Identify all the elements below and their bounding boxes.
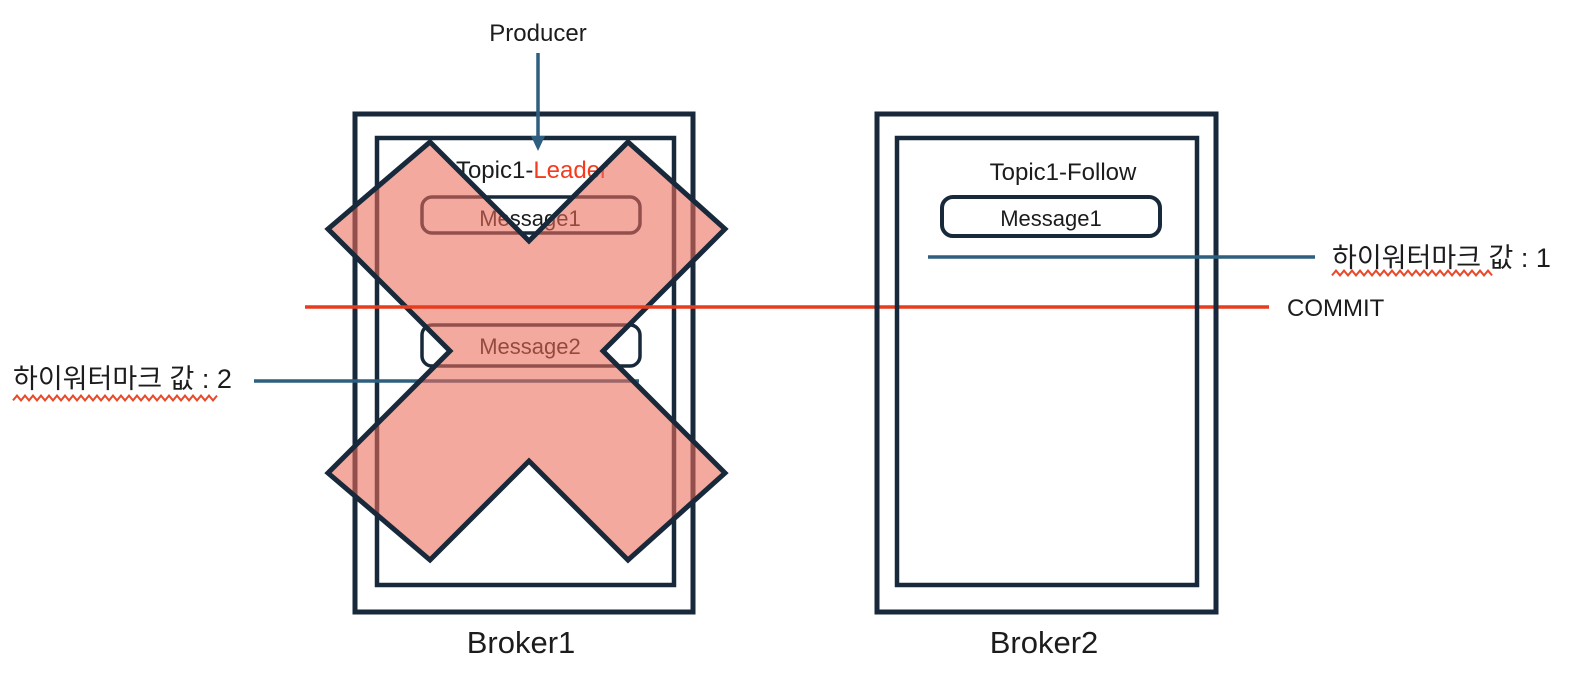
high-watermark-label-broker1: 하이워터마크 값 : 2 [13, 364, 232, 394]
failure-x-mark [324, 138, 729, 564]
broker1-topic-box [374, 135, 677, 588]
broker2-topic-label: Topic1-Follow [990, 159, 1137, 186]
broker2-message1-box [940, 195, 1162, 238]
broker2-name-label: Broker2 [990, 625, 1099, 660]
producer-label: Producer [489, 20, 586, 47]
producer-arrowhead-icon [531, 136, 545, 151]
broker2-group: Topic1-Follow Message1 [874, 111, 1315, 615]
commit-label: COMMIT [1287, 295, 1385, 322]
broker1-name-label: Broker1 [467, 625, 576, 660]
broker2-message1-label: Message1 [1000, 206, 1102, 231]
broker1-topic-label: Topic1-Leader [456, 157, 608, 184]
broker2-outer-box [874, 111, 1219, 615]
broker2-topic-box [894, 135, 1200, 588]
spellcheck-squiggle-left [12, 394, 218, 402]
broker1-outer-box [352, 111, 696, 615]
spellcheck-squiggle-right [1331, 269, 1493, 277]
high-watermark-label-broker2: 하이워터마크 값 : 1 [1332, 243, 1551, 273]
